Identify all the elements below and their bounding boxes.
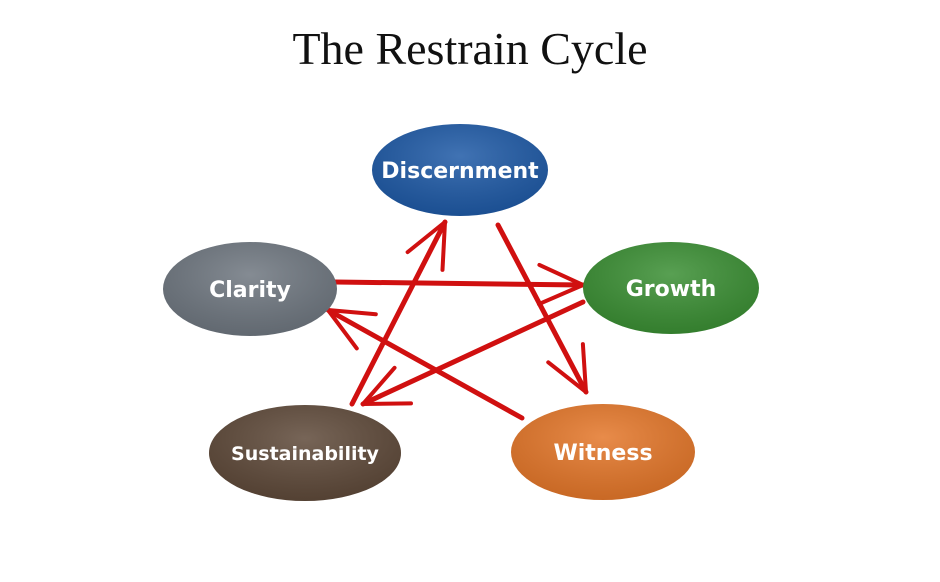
node-growth: Growth <box>583 242 759 334</box>
node-shading <box>372 124 548 216</box>
node-shading <box>163 242 337 336</box>
node-label: Witness <box>553 441 652 466</box>
node-shading <box>209 405 401 501</box>
node-shading <box>511 404 695 500</box>
arrowhead-barb <box>326 308 378 317</box>
node-witness: Witness <box>511 404 695 500</box>
arrow-shaft <box>349 219 448 407</box>
node-label: Sustainability <box>231 443 380 465</box>
node-label: Discernment <box>381 159 539 184</box>
node-label: Growth <box>626 277 717 302</box>
node-shading <box>583 242 759 334</box>
arrowhead-barb <box>580 342 588 394</box>
arrowhead-barb <box>537 262 585 287</box>
arrowhead-barb <box>546 360 588 394</box>
arrow-shaft <box>332 279 586 288</box>
arrow-discernment-to-witness <box>495 222 589 395</box>
node-sustainability: Sustainability <box>209 405 401 501</box>
arrow-sustainability-to-discernment <box>349 219 448 407</box>
arrowhead-barb <box>405 220 447 255</box>
arrowhead-barb <box>361 365 397 406</box>
arrow-shaft <box>495 222 589 395</box>
node-clarity: Clarity <box>163 242 337 336</box>
arrowhead-barb <box>536 283 585 307</box>
node-discernment: Discernment <box>372 124 548 216</box>
arrow-witness-to-clarity <box>325 307 525 421</box>
arrow-clarity-to-growth <box>332 262 586 307</box>
arrowhead-barb <box>440 220 447 272</box>
arrowhead-barb <box>361 401 413 406</box>
diagram-title: The Restrain Cycle <box>292 23 648 74</box>
node-label: Clarity <box>209 278 291 303</box>
arrow-shaft <box>325 307 525 421</box>
arrowhead-barb <box>326 308 359 351</box>
